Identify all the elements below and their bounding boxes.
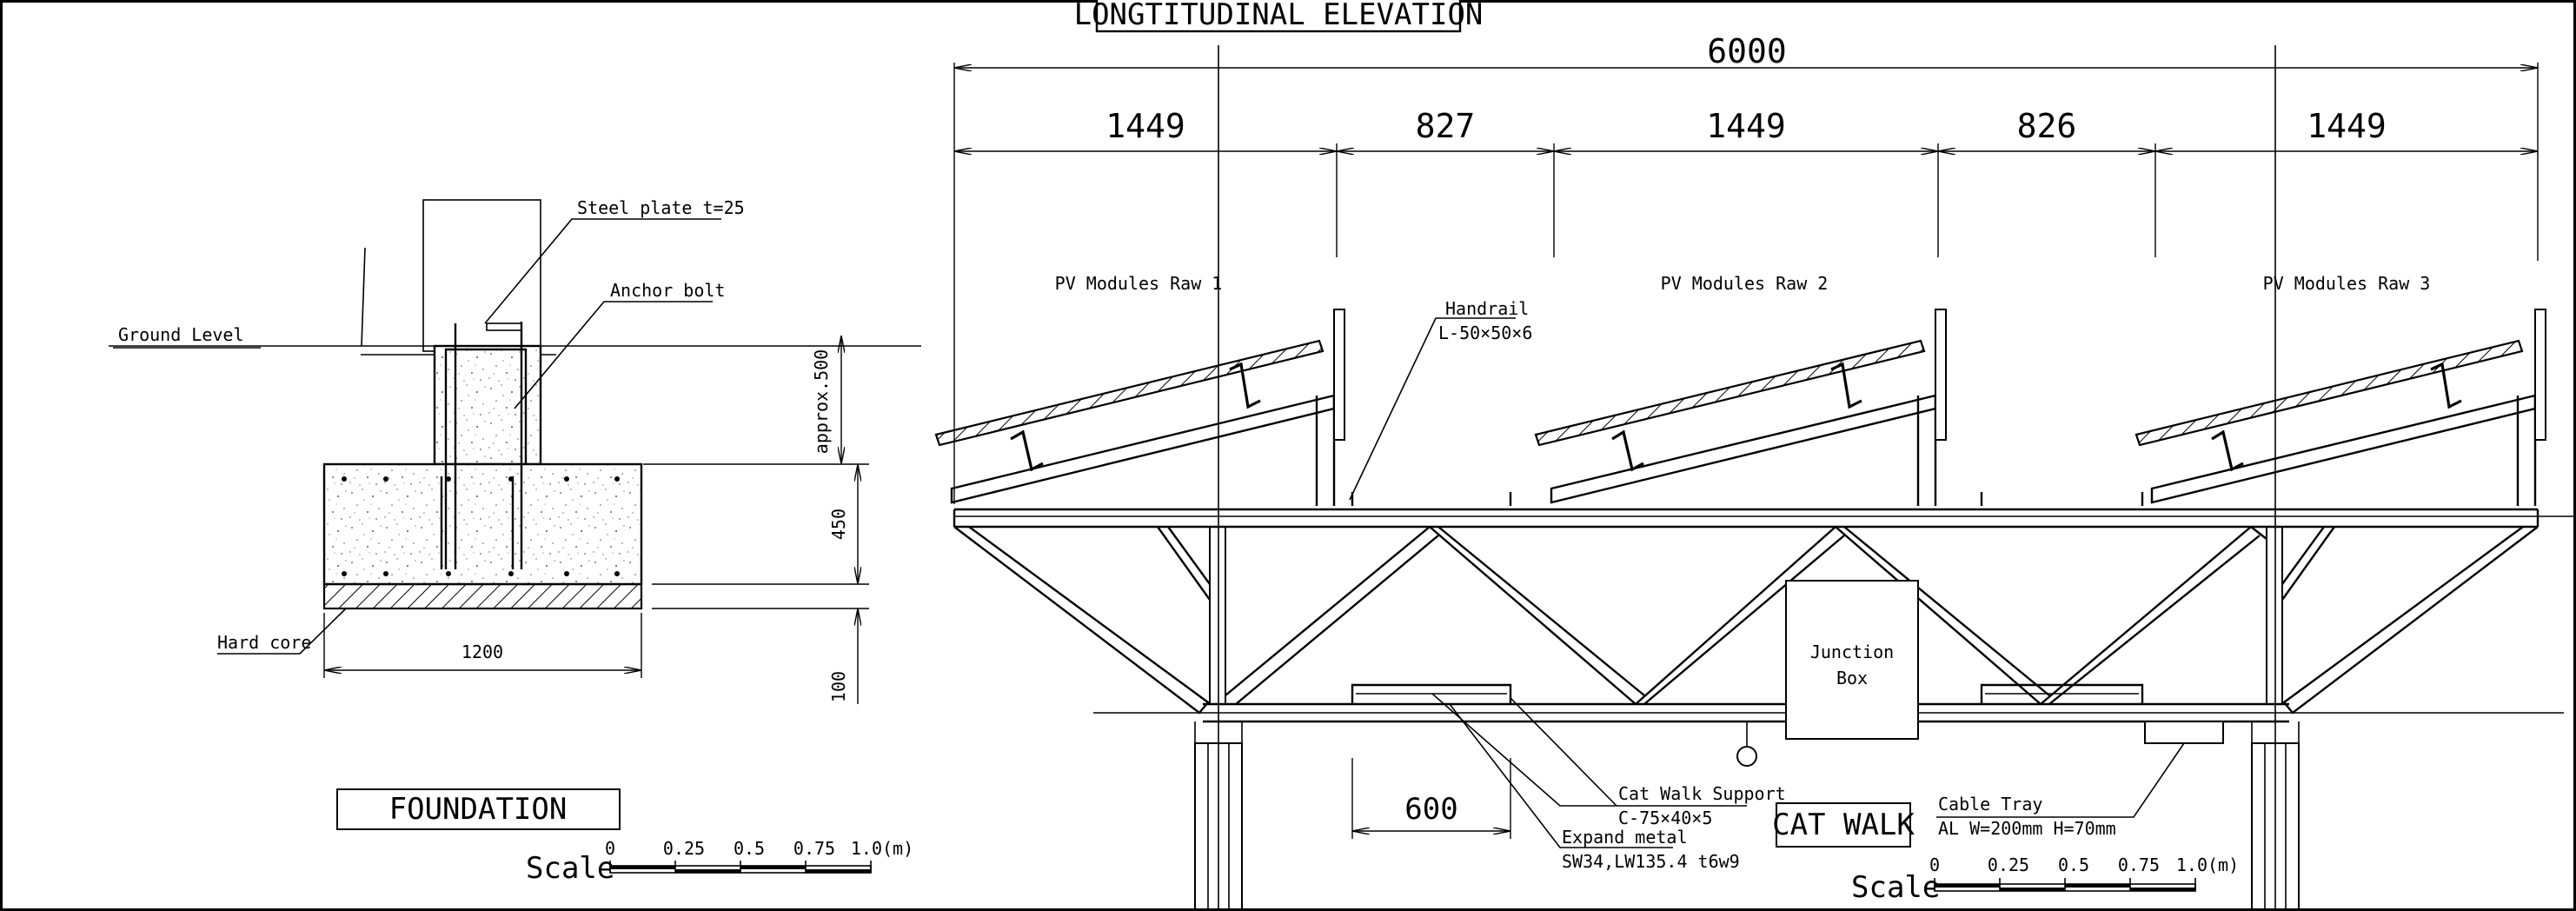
catwalk-title: CAT WALK bbox=[1772, 808, 1915, 842]
elevation-scale-label: Scale bbox=[1851, 870, 1940, 905]
catwalk-support bbox=[1980, 683, 2144, 704]
catwalk-support-spec: C-75×40×5 bbox=[1618, 808, 1712, 828]
approx-dimension: approx.500 bbox=[811, 349, 832, 454]
pv-module-row bbox=[934, 309, 1345, 506]
span-dimension: 1449 bbox=[2307, 107, 2387, 145]
handrail-label: Handrail bbox=[1445, 298, 1529, 319]
pv-module-row bbox=[1534, 309, 1947, 506]
expand-metal-spec: SW34,LW135.4 t6w9 bbox=[1562, 851, 1740, 872]
steel-plate-leader bbox=[484, 218, 721, 324]
foundation-scale-tick: 1.0(m) bbox=[851, 838, 913, 859]
cable-tray-leader bbox=[1936, 742, 2185, 818]
walkway-dimension: 600 bbox=[1404, 792, 1457, 827]
catwalk-title-box bbox=[1776, 802, 1911, 848]
anchor-bolt-label: Anchor bolt bbox=[610, 280, 725, 301]
pedestal bbox=[433, 344, 542, 466]
foundation-scale-tick: 0.75 bbox=[793, 838, 835, 859]
elevation-title: LONGTITUDINAL ELEVATION bbox=[1074, 0, 1484, 32]
span-dimension: 1449 bbox=[1706, 107, 1786, 145]
hard-core-label: Hard core bbox=[217, 632, 311, 653]
footing-width-dimension: 1200 bbox=[461, 642, 503, 662]
pv-row-label: PV Modules Raw 3 bbox=[2263, 273, 2431, 294]
rebar-dots bbox=[342, 476, 620, 576]
hardcore-dimension: 100 bbox=[828, 671, 849, 702]
foundation-scale-bar bbox=[609, 861, 872, 874]
pv-module-row bbox=[2134, 309, 2546, 506]
steel-plate bbox=[486, 323, 522, 331]
foundation-detail: Steel plate t=25 Anchor bolt Ground Leve… bbox=[109, 197, 921, 886]
anchor-bolts bbox=[440, 322, 528, 569]
anchor-bolt-leader bbox=[514, 301, 713, 409]
elevation-scale-tick: 0.25 bbox=[1988, 854, 2029, 875]
cable-tray bbox=[2144, 721, 2224, 744]
cable-tray-label: Cable Tray bbox=[1938, 794, 2042, 815]
catwalk-support-leader bbox=[1431, 693, 1747, 807]
expand-metal-label: Expand metal bbox=[1562, 827, 1688, 848]
hard-core-leader bbox=[217, 608, 347, 655]
catwalk-support bbox=[1351, 683, 1512, 704]
hard-core bbox=[322, 582, 643, 610]
support-column bbox=[1194, 742, 1243, 911]
foundation-title: FOUNDATION bbox=[389, 792, 568, 827]
foundation-scale-tick: 0 bbox=[605, 838, 615, 859]
cable-tray-spec: AL W=200mm H=70mm bbox=[1938, 818, 2116, 839]
handrail-spec: L-50×50×6 bbox=[1438, 323, 1532, 343]
span-dimension: 826 bbox=[2017, 107, 2077, 145]
pv-row-label: PV Modules Raw 1 bbox=[1055, 273, 1223, 294]
elevation-scale-tick: 0.5 bbox=[2058, 854, 2089, 875]
elevation-scale-tick: 0.75 bbox=[2118, 854, 2160, 875]
foundation-scale-tick: 0.25 bbox=[663, 838, 705, 859]
junction-box bbox=[1785, 580, 1919, 740]
expand-metal-leader bbox=[1449, 703, 1673, 848]
junction-box-label: Box bbox=[1836, 668, 1868, 688]
ground-level-label: Ground Level bbox=[118, 324, 244, 345]
elevation-scale-tick: 0 bbox=[1929, 854, 1940, 875]
pv-row-label: PV Modules Raw 2 bbox=[1661, 273, 1829, 294]
span-dimension: 827 bbox=[1416, 107, 1476, 145]
handrail-leader bbox=[1349, 317, 1516, 501]
catwalk-support-label: Cat Walk Support bbox=[1618, 783, 1786, 804]
truss bbox=[953, 508, 2576, 723]
elevation-scale-tick: 1.0(m) bbox=[2176, 854, 2239, 875]
steel-plate-label: Steel plate t=25 bbox=[577, 197, 745, 218]
footing bbox=[322, 462, 643, 586]
foundation-scale-tick: 0.5 bbox=[734, 838, 765, 859]
longitudinal-elevation: LONGTITUDINAL ELEVATION 6000 1449 827 14… bbox=[934, 0, 2576, 911]
support-column bbox=[2251, 742, 2300, 911]
footing-depth-dimension: 450 bbox=[828, 509, 849, 540]
junction-box-label: Junction bbox=[1810, 642, 1894, 662]
elevation-title-box bbox=[1095, 0, 1462, 33]
span-dimension: 1449 bbox=[1105, 107, 1185, 145]
overall-dimension: 6000 bbox=[1707, 32, 1787, 70]
foundation-title-box bbox=[336, 788, 621, 830]
foundation-scale-label: Scale bbox=[526, 851, 614, 886]
elevation-scale-bar bbox=[1934, 878, 2196, 892]
